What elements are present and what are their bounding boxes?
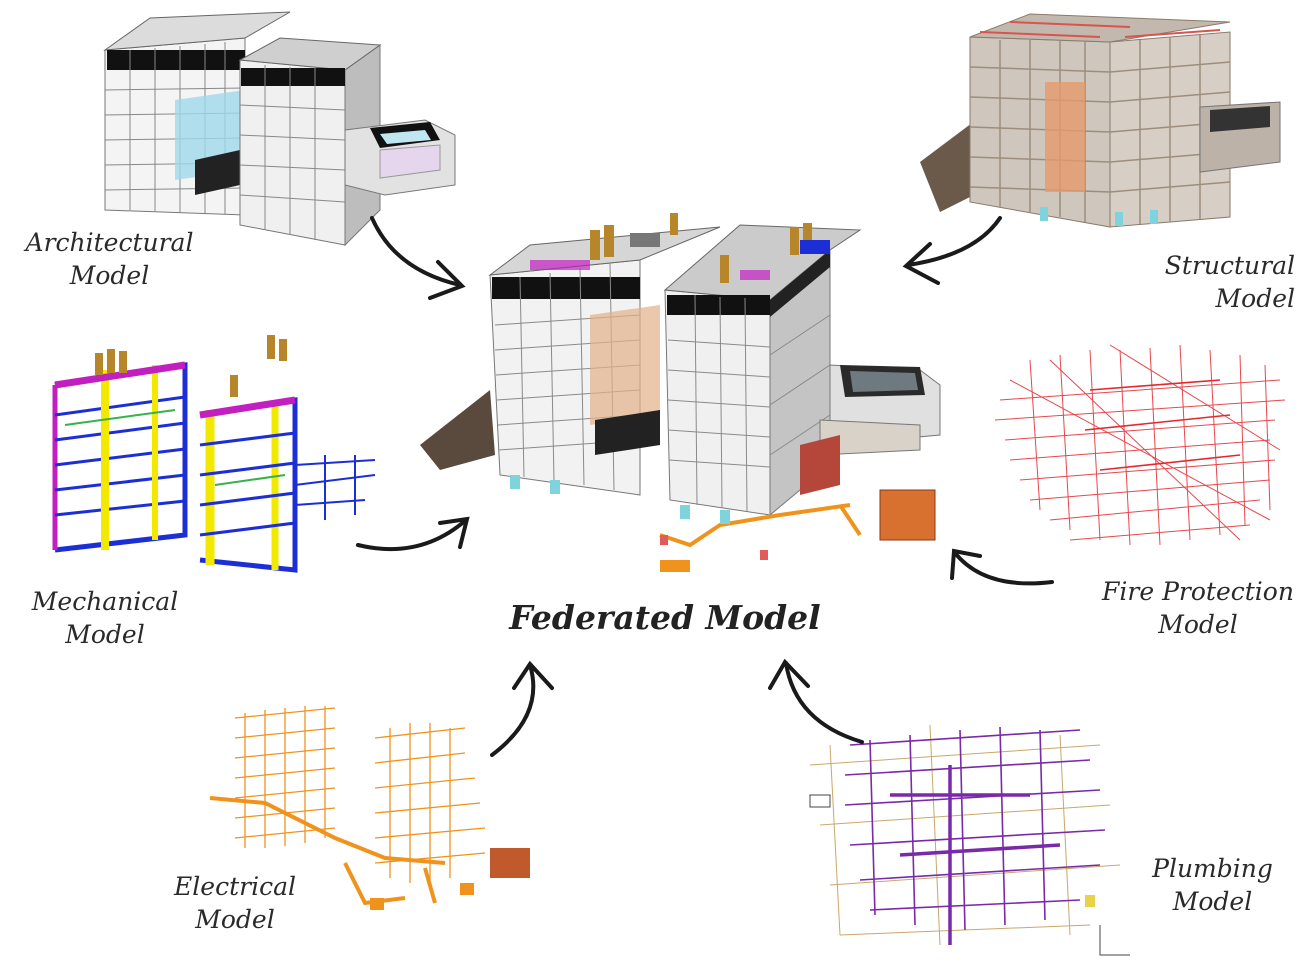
mechanical-model-label: Mechanical Model bbox=[31, 587, 179, 649]
architectural-model-image bbox=[95, 10, 475, 255]
mechanical-model-image bbox=[35, 325, 380, 580]
plumbing-model-label: Plumbing Model bbox=[1152, 854, 1273, 916]
electrical-model-label: Electrical Model bbox=[174, 872, 296, 934]
structural-model-label: Structural Model bbox=[1164, 251, 1295, 313]
federated-model-title: Federated Model bbox=[509, 598, 821, 637]
electrical-model-image bbox=[205, 688, 535, 928]
fire-protection-model-label: Fire Protection Model bbox=[1102, 577, 1294, 639]
arrow-from-fire-protection bbox=[953, 551, 1054, 586]
architectural-model-label: Architectural Model bbox=[25, 228, 194, 290]
fire-protection-model-image bbox=[990, 340, 1290, 555]
structural-model-image bbox=[920, 12, 1290, 237]
federated-model-image bbox=[420, 205, 960, 585]
plumbing-model-image bbox=[800, 705, 1140, 963]
